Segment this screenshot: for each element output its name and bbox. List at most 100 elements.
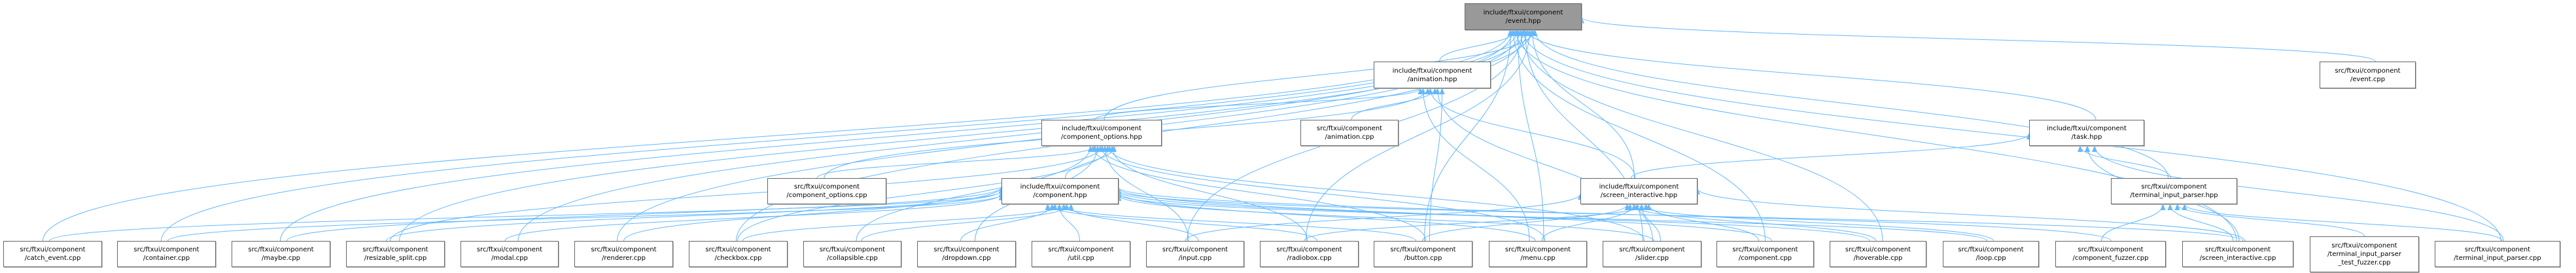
node-screen-interactive-cpp[interactable]: src/ftxui/component/screen_interactive.c… <box>2182 241 2293 267</box>
edge-catch_event-includes-component_hpp <box>49 191 1004 242</box>
node-label-line: src/ftxui/component <box>933 246 1000 253</box>
node-label-line: /event.cpp <box>2350 75 2386 83</box>
node-tip-test-fuzzer[interactable]: src/ftxui/component/terminal_input_parse… <box>2310 236 2419 272</box>
edge-modal-includes-component_hpp <box>504 193 1004 242</box>
node-component-hpp[interactable]: include/ftxui/component/component.hpp <box>1001 178 1119 204</box>
edge-terminal_input_parser_hpp-includes-event_hpp <box>1532 29 2168 179</box>
node-label-line: /checkbox.cpp <box>714 255 762 262</box>
node-dropdown[interactable]: src/ftxui/component/dropdown.cpp <box>917 241 1016 267</box>
node-terminal-input-parser-hpp[interactable]: src/ftxui/component/terminal_input_parse… <box>2111 178 2237 204</box>
node-label-line: src/ftxui/component <box>133 246 200 253</box>
node-catch-event[interactable]: src/ftxui/component/catch_event.cpp <box>3 241 102 267</box>
node-container[interactable]: src/ftxui/component/container.cpp <box>117 241 216 267</box>
node-loop[interactable]: src/ftxui/component/loop.cpp <box>1943 241 2039 267</box>
edge-slider-includes-screen_interactive_hpp <box>1639 204 1661 242</box>
node-renderer[interactable]: src/ftxui/component/renderer.cpp <box>574 241 673 267</box>
node-label-line: /animation.hpp <box>1407 75 1457 83</box>
node-label-line: /hoverable.cpp <box>1853 255 1903 262</box>
node-label-line: /resizable_split.cpp <box>364 255 427 262</box>
node-task-hpp[interactable]: include/ftxui/component/task.hpp <box>2029 120 2144 146</box>
node-label-line: src/ftxui/component <box>1048 246 1114 253</box>
node-label-line: /terminal_input_parser.hpp <box>2130 192 2218 199</box>
node-label-line: src/ftxui/component <box>248 246 314 253</box>
edge-component_options_cpp-includes-component_options_hpp <box>816 145 1098 179</box>
edge-button-includes-component_options_hpp <box>1090 145 1426 242</box>
node-animation-cpp[interactable]: src/ftxui/component/animation.cpp <box>1300 120 1399 146</box>
node-label-line: src/ftxui/component <box>20 246 86 253</box>
edge-resizable_split-includes-component_hpp <box>386 190 1004 242</box>
node-modal[interactable]: src/ftxui/component/modal.cpp <box>461 241 559 267</box>
node-label-line: src/ftxui/component <box>1162 246 1228 253</box>
node-label-line: /component_options.cpp <box>786 192 867 199</box>
node-component-cpp[interactable]: src/ftxui/component/component.cpp <box>1716 241 1814 267</box>
node-input[interactable]: src/ftxui/component/input.cpp <box>1146 241 1244 267</box>
node-button[interactable]: src/ftxui/component/button.cpp <box>1374 241 1472 267</box>
node-component-fuzzer[interactable]: src/ftxui/component/component_fuzzer.cpp <box>2055 241 2166 267</box>
node-component-options-cpp[interactable]: src/ftxui/component/component_options.cp… <box>767 178 886 204</box>
edge-renderer-includes-component_hpp <box>623 186 1004 242</box>
node-screen-interactive-hpp[interactable]: include/ftxui/component/screen_interacti… <box>1580 178 1697 204</box>
node-label-line: /maybe.cpp <box>261 255 301 262</box>
node-event-hpp[interactable]: include/ftxui/component/event.hpp <box>1465 3 1582 30</box>
edge-menu-includes-event_hpp <box>1515 29 1544 242</box>
node-maybe[interactable]: src/ftxui/component/maybe.cpp <box>232 241 330 267</box>
edge-tip_test_fuzzer-includes-terminal_input_parser_hpp <box>2174 204 2365 237</box>
edge-maybe-includes-component_hpp <box>287 187 1004 242</box>
node-animation-hpp[interactable]: include/ftxui/component/animation.hpp <box>1374 62 1491 88</box>
edge-event_cpp-includes-event_hpp <box>1579 16 2376 62</box>
edge-hoverable-includes-screen_interactive_hpp <box>1627 204 1877 242</box>
node-label-line: src/ftxui/component <box>705 246 771 253</box>
edge-component_options_hpp-includes-animation_hpp <box>1094 88 1423 120</box>
edge-slider-includes-component_hpp <box>1116 194 1654 242</box>
edge-button-includes-screen_interactive_hpp <box>1422 204 1630 242</box>
node-label-line: src/ftxui/component <box>1390 246 1456 253</box>
edge-container-includes-component_hpp <box>167 194 1004 242</box>
node-label-line: /screen_interactive.cpp <box>2199 255 2276 262</box>
node-label-line: src/ftxui/component <box>1619 246 1685 253</box>
edge-catch_event-includes-event_hpp <box>43 29 1513 242</box>
node-terminal-input-parser-cpp[interactable]: src/ftxui/component/terminal_input_parse… <box>2435 241 2560 267</box>
node-label-line: _test_fuzzer.cpp <box>2338 259 2391 266</box>
node-slider[interactable]: src/ftxui/component/slider.cpp <box>1603 241 1701 267</box>
edge-menu-includes-component_hpp <box>1116 191 1536 242</box>
edge-slider-includes-animation_hpp <box>1435 88 1653 242</box>
edge-component_cpp-includes-screen_interactive_hpp <box>1646 204 1759 242</box>
node-menu[interactable]: src/ftxui/component/menu.cpp <box>1489 241 1587 267</box>
node-resizable-split[interactable]: src/ftxui/component/resizable_split.cpp <box>346 241 445 267</box>
node-hoverable[interactable]: src/ftxui/component/hoverable.cpp <box>1830 241 1926 267</box>
node-label-line: src/ftxui/component <box>476 246 543 253</box>
node-label-line: src/ftxui/component <box>1316 125 1383 132</box>
node-label-line: src/ftxui/component <box>2078 246 2144 253</box>
node-label-line: /util.cpp <box>1068 255 1094 262</box>
node-label-line: src/ftxui/component <box>2204 246 2271 253</box>
edge-resizable_split-includes-component_options_hpp <box>390 145 1105 242</box>
edge-input-includes-screen_interactive_hpp <box>1185 193 1583 242</box>
node-label-line: src/ftxui/component <box>1276 246 1342 253</box>
node-checkbox[interactable]: src/ftxui/component/checkbox.cpp <box>689 241 788 267</box>
node-label-line: include/ftxui/component <box>1392 67 1472 75</box>
edge-loop-includes-screen_interactive_hpp <box>1634 204 1994 242</box>
edge-terminal_input_parser_cpp-includes-event_hpp <box>1520 29 2501 242</box>
node-label-line: /menu.cpp <box>1520 255 1556 262</box>
node-label-line: src/ftxui/component <box>591 246 657 253</box>
node-util[interactable]: src/ftxui/component/util.cpp <box>1032 241 1130 267</box>
node-label-line: /component.hpp <box>1033 192 1087 199</box>
node-component-options-hpp[interactable]: include/ftxui/component/component_option… <box>1041 120 1162 146</box>
node-label-line: src/ftxui/component <box>793 183 860 191</box>
edge-radiobox-includes-component_options_hpp <box>1109 145 1308 242</box>
node-label-line: src/ftxui/component <box>2335 67 2401 75</box>
node-label-line: /input.cpp <box>1178 255 1212 262</box>
node-radiobox[interactable]: src/ftxui/component/radiobox.cpp <box>1260 241 1359 267</box>
edge-screen_interactive_hpp-includes-animation_hpp <box>1427 88 1635 179</box>
edge-radiobox-includes-component_hpp <box>1045 204 1317 242</box>
edge-screen_interactive_cpp-includes-screen_interactive_hpp <box>1695 188 2246 242</box>
edge-terminal_input_parser_cpp-includes-terminal_input_parser_hpp <box>2182 204 2503 242</box>
node-collapsible[interactable]: src/ftxui/component/collapsible.cpp <box>803 241 901 267</box>
node-label-line: include/ftxui/component <box>1599 183 1679 191</box>
node-label-line: include/ftxui/component <box>1483 9 1563 16</box>
node-label-line: /task.hpp <box>2071 134 2102 141</box>
node-event-cpp[interactable]: src/ftxui/component/event.cpp <box>2320 62 2416 88</box>
edge-button-includes-event_hpp <box>1424 29 1514 242</box>
node-label-line: /component_options.hpp <box>1061 134 1142 141</box>
